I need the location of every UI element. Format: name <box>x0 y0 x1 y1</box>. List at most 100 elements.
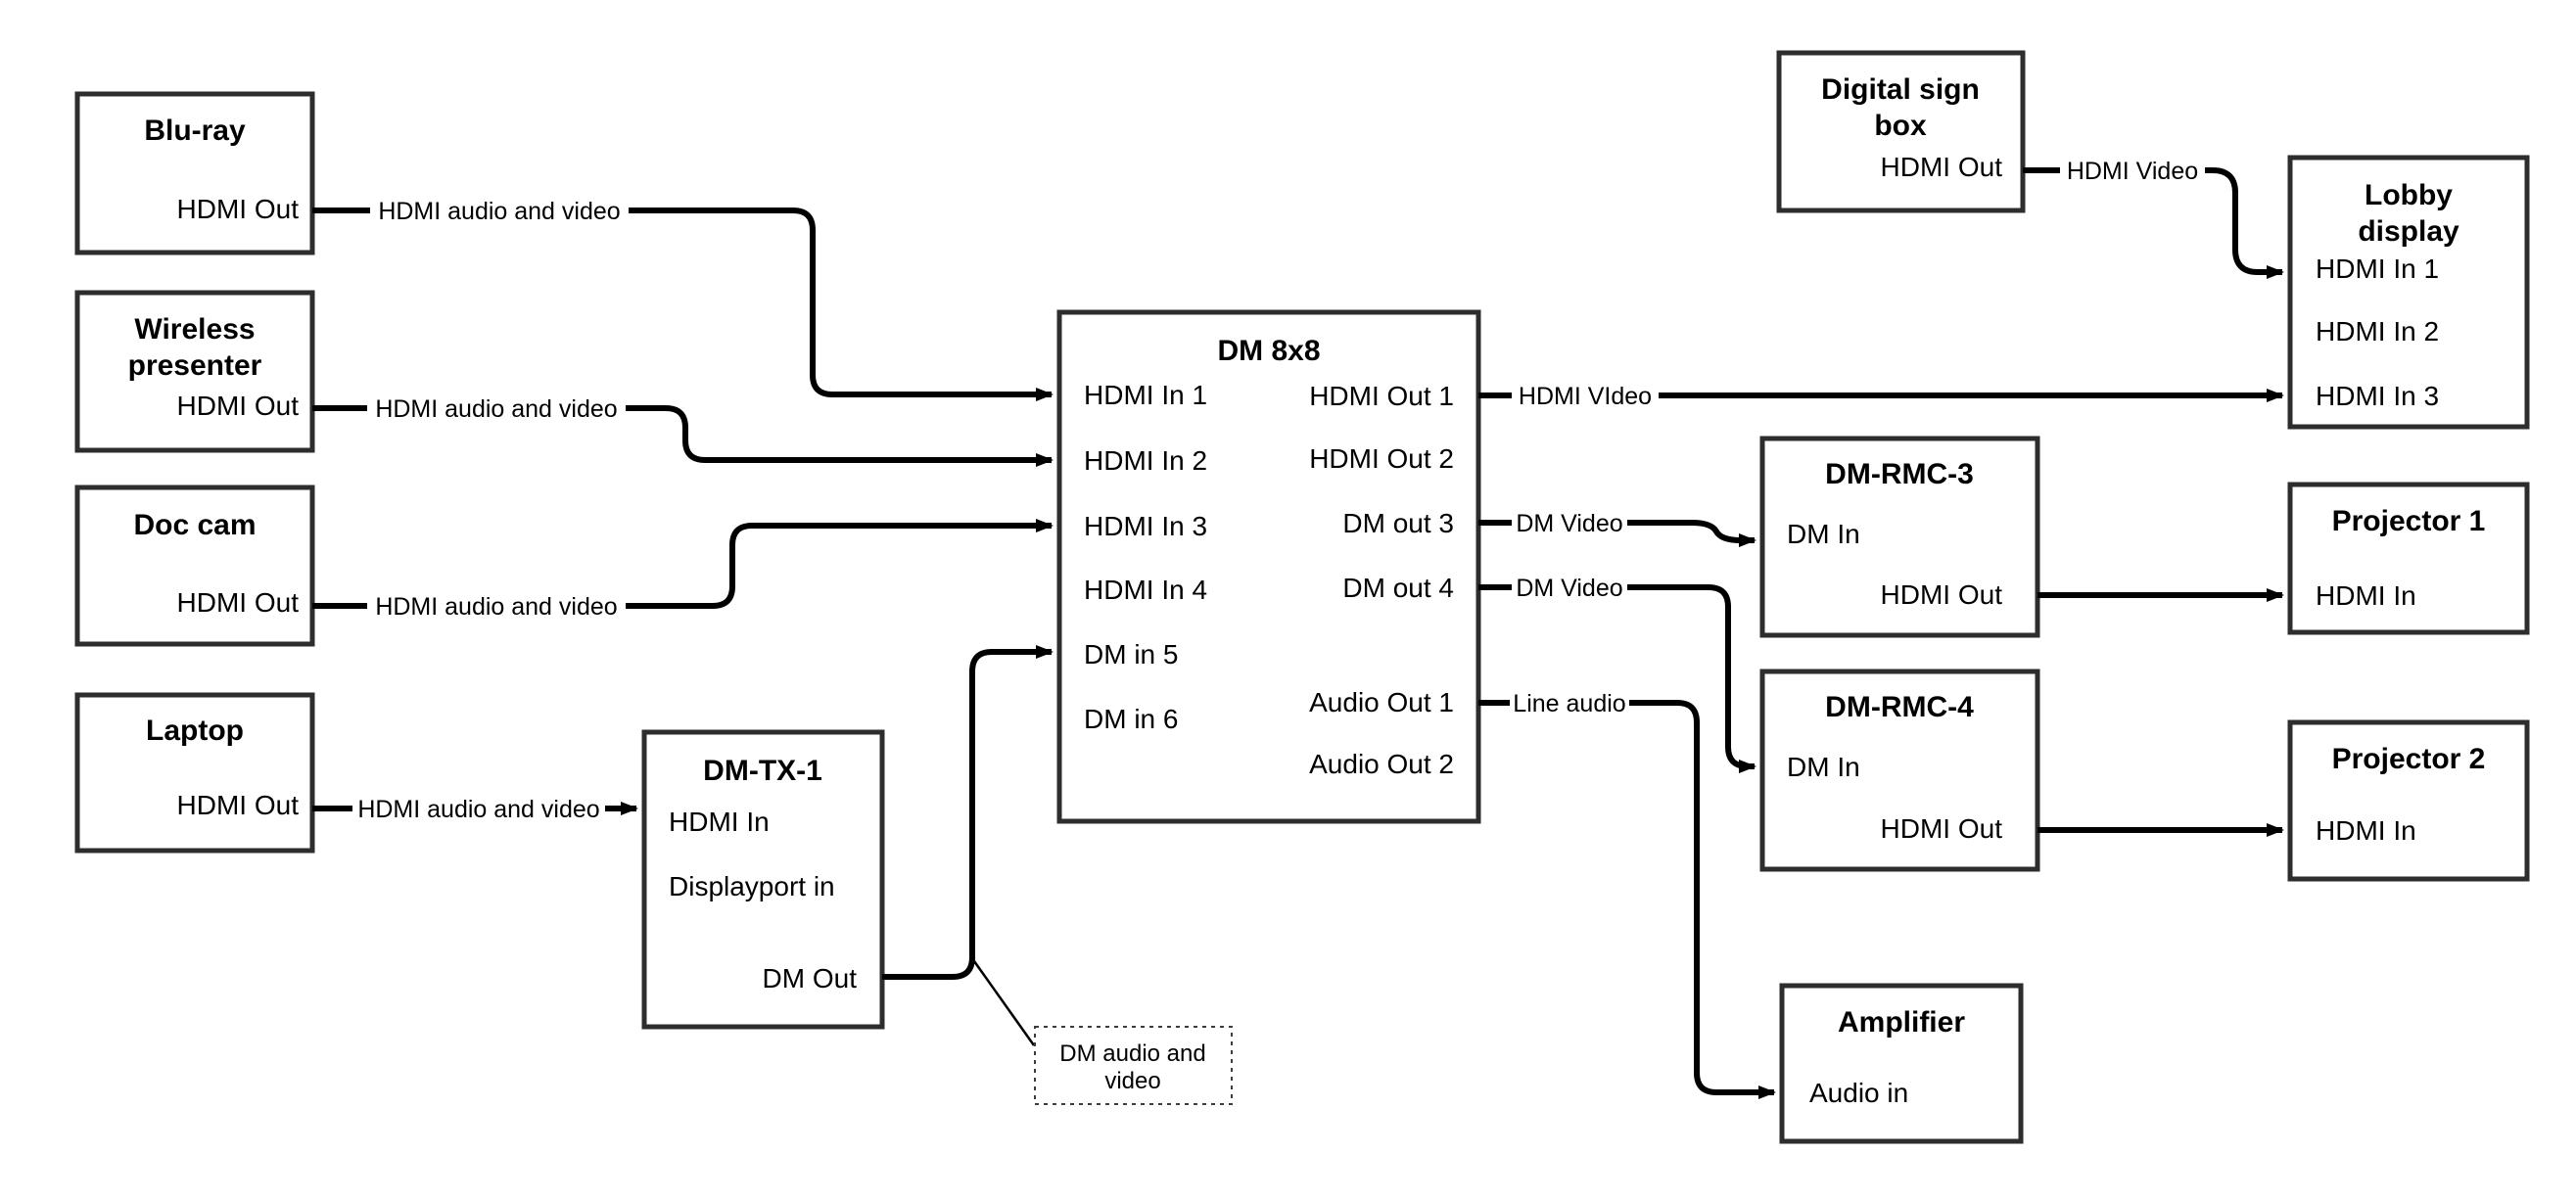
projector-1-box <box>2287 482 2530 635</box>
wire-label-wireless: HDMI audio and video <box>367 391 626 426</box>
wire-label-text: HDMI audio and video <box>357 796 599 823</box>
amplifier-port-audio-in: Audio in <box>1809 1078 1908 1108</box>
laptop-port-hdmi-out: HDMI Out <box>177 790 300 820</box>
node-wireless-presenter: Wireless presenter HDMI Out <box>74 290 315 453</box>
dm-rmc-4-port-dm-in: DM In <box>1787 752 1860 782</box>
dm-8x8-port-audio-out-2: Audio Out 2 <box>1309 749 1454 779</box>
lobby-display-title-line2: display <box>2358 215 2459 248</box>
doc-cam-box <box>74 485 315 647</box>
dm-rmc-4-port-hdmi-out: HDMI Out <box>1881 813 2003 844</box>
wire-label-line-audio: Line audio <box>1510 685 1629 720</box>
wire-label-text: Line audio <box>1513 690 1625 717</box>
dm-tx-1-title: DM-TX-1 <box>703 755 822 787</box>
wire-label-text: HDMI Video <box>2067 158 2198 185</box>
wire-dm8x8-out3-to-rmc3-dm-in <box>1478 520 1756 547</box>
node-digital-sign-box: Digital sign box HDMI Out <box>1776 50 2026 213</box>
wire-digital-sign-to-lobby-in1 <box>2023 167 2284 279</box>
wireless-presenter-box <box>74 290 315 453</box>
projector-1-title: Projector 1 <box>2332 505 2486 537</box>
bluray-box <box>74 91 315 255</box>
node-laptop: Laptop HDMI Out <box>74 692 315 854</box>
wire-label-bg <box>2060 153 2205 188</box>
wire-label-text: HDMI VIdeo <box>1519 383 1652 410</box>
wire-label-bg <box>1512 570 1627 605</box>
node-dm-8x8: DM 8x8 HDMI In 1 HDMI In 2 HDMI In 3 HDM… <box>1056 309 1481 824</box>
dm-8x8-port-hdmi-out-2: HDMI Out 2 <box>1309 443 1454 474</box>
projector-2-port-hdmi-in: HDMI In <box>2316 815 2416 846</box>
dm-rmc-3-port-dm-in: DM In <box>1787 519 1860 549</box>
wire-label-bg <box>367 391 626 426</box>
dm-8x8-port-hdmi-in-1: HDMI In 1 <box>1084 380 1207 410</box>
wire-bluray-to-dm8x8-in1 <box>312 208 1054 401</box>
node-bluray: Blu-ray HDMI Out <box>74 91 315 255</box>
dm-8x8-port-dm-in-6: DM in 6 <box>1084 704 1178 734</box>
digital-sign-title-line2: box <box>1874 110 1927 142</box>
dm-rmc-4-box <box>1759 669 2040 872</box>
wire-label-bg <box>367 588 626 624</box>
node-dm-rmc-3: DM-RMC-3 DM In HDMI Out <box>1759 436 2040 638</box>
laptop-box <box>74 692 315 854</box>
dm-8x8-port-audio-out-1: Audio Out 1 <box>1309 687 1454 717</box>
bluray-title: Blu-ray <box>144 115 246 147</box>
amplifier-title: Amplifier <box>1838 1006 1965 1039</box>
digital-sign-title-line1: Digital sign <box>1821 73 1980 106</box>
wire-wireless-to-dm8x8-in2 <box>312 405 1054 467</box>
dm-tx-1-box <box>641 729 885 1030</box>
wire-label-laptop: HDMI audio and video <box>352 791 605 826</box>
wire-label-text: DM Video <box>1516 575 1622 602</box>
wire-dmtx1-to-dm8x8-in5 <box>882 645 1054 980</box>
wire-label-text: DM Video <box>1516 510 1622 537</box>
lobby-display-port-hdmi-in-2: HDMI In 2 <box>2316 316 2439 346</box>
annotation-leader-line <box>972 960 1036 1046</box>
dm-rmc-4-title: DM-RMC-4 <box>1825 691 1974 723</box>
projector-2-box <box>2287 719 2530 882</box>
wire-label-bg <box>1512 378 1659 413</box>
projector-1-port-hdmi-in: HDMI In <box>2316 580 2416 611</box>
lobby-display-port-hdmi-in-1: HDMI In 1 <box>2316 254 2439 284</box>
node-projector-1: Projector 1 HDMI In <box>2287 482 2530 635</box>
wire-label-doccam: HDMI audio and video <box>367 588 626 624</box>
dm-rmc-3-title: DM-RMC-3 <box>1825 458 1974 490</box>
annotation-text-line2: video <box>1104 1068 1160 1094</box>
wire-label-dm-out-3: DM Video <box>1512 505 1627 540</box>
node-dm-rmc-4: DM-RMC-4 DM In HDMI Out <box>1759 669 2040 872</box>
wire-label-bg <box>1510 685 1629 720</box>
annotation-text-line1: DM audio and <box>1059 1040 1205 1067</box>
node-projector-2: Projector 2 HDMI In <box>2287 719 2530 882</box>
node-dm-tx-1: DM-TX-1 HDMI In Displayport in DM Out <box>641 729 885 1030</box>
dm-8x8-port-dm-in-5: DM in 5 <box>1084 639 1178 670</box>
annotation-box <box>1034 1026 1233 1105</box>
dm-8x8-port-hdmi-in-2: HDMI In 2 <box>1084 445 1207 476</box>
dm-tx-1-port-displayport-in: Displayport in <box>669 871 835 901</box>
node-lobby-display: Lobby display HDMI In 1 HDMI In 2 HDMI I… <box>2287 155 2530 430</box>
wire-label-dm-out-4: DM Video <box>1512 570 1627 605</box>
doc-cam-port-hdmi-out: HDMI Out <box>177 587 300 618</box>
wire-doccam-to-dm8x8-in3 <box>312 519 1054 609</box>
dm-8x8-title: DM 8x8 <box>1217 335 1320 367</box>
digital-sign-box <box>1776 50 2026 213</box>
wire-dm8x8-audio1-to-amplifier <box>1478 700 1776 1099</box>
dm-rmc-3-box <box>1759 436 2040 638</box>
dm-8x8-port-dm-out-3: DM out 3 <box>1342 508 1454 538</box>
amplifier-box <box>1779 983 2024 1144</box>
dm-tx-1-port-hdmi-in: HDMI In <box>669 807 770 837</box>
doc-cam-title: Doc cam <box>133 509 256 541</box>
projector-2-title: Projector 2 <box>2332 743 2486 775</box>
wire-label-text: HDMI audio and video <box>378 198 620 225</box>
wire-label-bluray: HDMI audio and video <box>370 193 629 228</box>
dm-8x8-port-hdmi-out-1: HDMI Out 1 <box>1309 381 1454 411</box>
wire-label-digital-sign: HDMI Video <box>2060 153 2205 188</box>
wire-label-bg <box>1512 505 1627 540</box>
wireless-presenter-title-line1: Wireless <box>134 313 255 346</box>
laptop-title: Laptop <box>146 715 244 747</box>
dm-tx-1-port-dm-out: DM Out <box>763 963 858 993</box>
wire-label-text: HDMI audio and video <box>375 593 617 621</box>
node-doc-cam: Doc cam HDMI Out <box>74 485 315 647</box>
digital-sign-port-hdmi-out: HDMI Out <box>1881 152 2003 182</box>
lobby-display-title-line1: Lobby <box>2365 179 2453 211</box>
bluray-port-hdmi-out: HDMI Out <box>177 194 300 224</box>
lobby-display-box <box>2287 155 2530 430</box>
wireless-presenter-title-line2: presenter <box>128 349 262 382</box>
